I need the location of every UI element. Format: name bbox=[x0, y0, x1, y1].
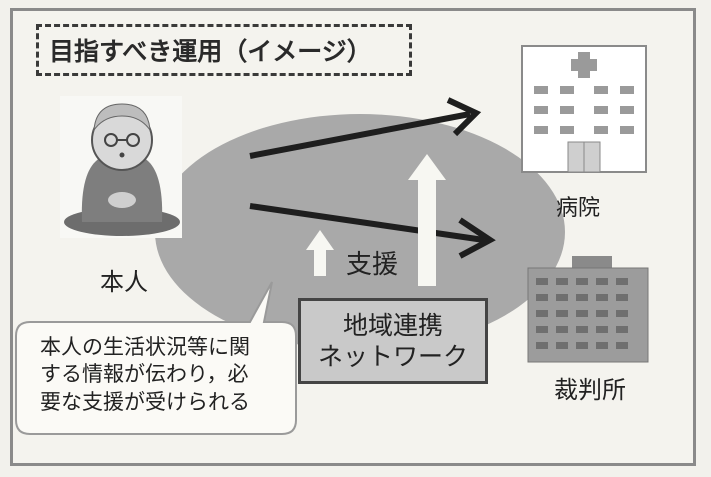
network-label-line1: 地域連携 bbox=[342, 310, 443, 340]
bubble-line-3: 要な支援が受けられる bbox=[40, 389, 250, 414]
hospital-label: 病院 bbox=[556, 196, 601, 221]
arrow-to-hospital bbox=[249, 97, 482, 159]
court-label: 裁判所 bbox=[554, 376, 626, 404]
bubble-line-2: する情報が伝わり，必 bbox=[40, 362, 249, 387]
arrow-to-court bbox=[249, 203, 496, 259]
person-label: 本人 bbox=[100, 268, 148, 296]
support-label: 支援 bbox=[346, 250, 399, 280]
speech-bubble-text: 本人の生活状況等に関 する情報が伝わり，必 要な支援が受けられる bbox=[40, 334, 280, 416]
court-building-icon bbox=[527, 256, 649, 363]
title-box: 目指すべき運用（イメージ） bbox=[36, 24, 412, 76]
network-label-line2: ネットワーク bbox=[317, 342, 468, 371]
hospital-icon bbox=[521, 45, 647, 173]
support-arrow-small bbox=[306, 230, 334, 276]
diagram-title: 目指すべき運用（イメージ） bbox=[49, 37, 372, 66]
network-area bbox=[155, 114, 565, 350]
bubble-line-1: 本人の生活状況等に関 bbox=[40, 335, 250, 359]
elderly-person-icon bbox=[60, 96, 182, 238]
speech-bubble bbox=[15, 281, 297, 435]
support-arrow-large bbox=[408, 154, 446, 286]
regional-network-box: 地域連携 ネットワーク bbox=[298, 298, 488, 384]
